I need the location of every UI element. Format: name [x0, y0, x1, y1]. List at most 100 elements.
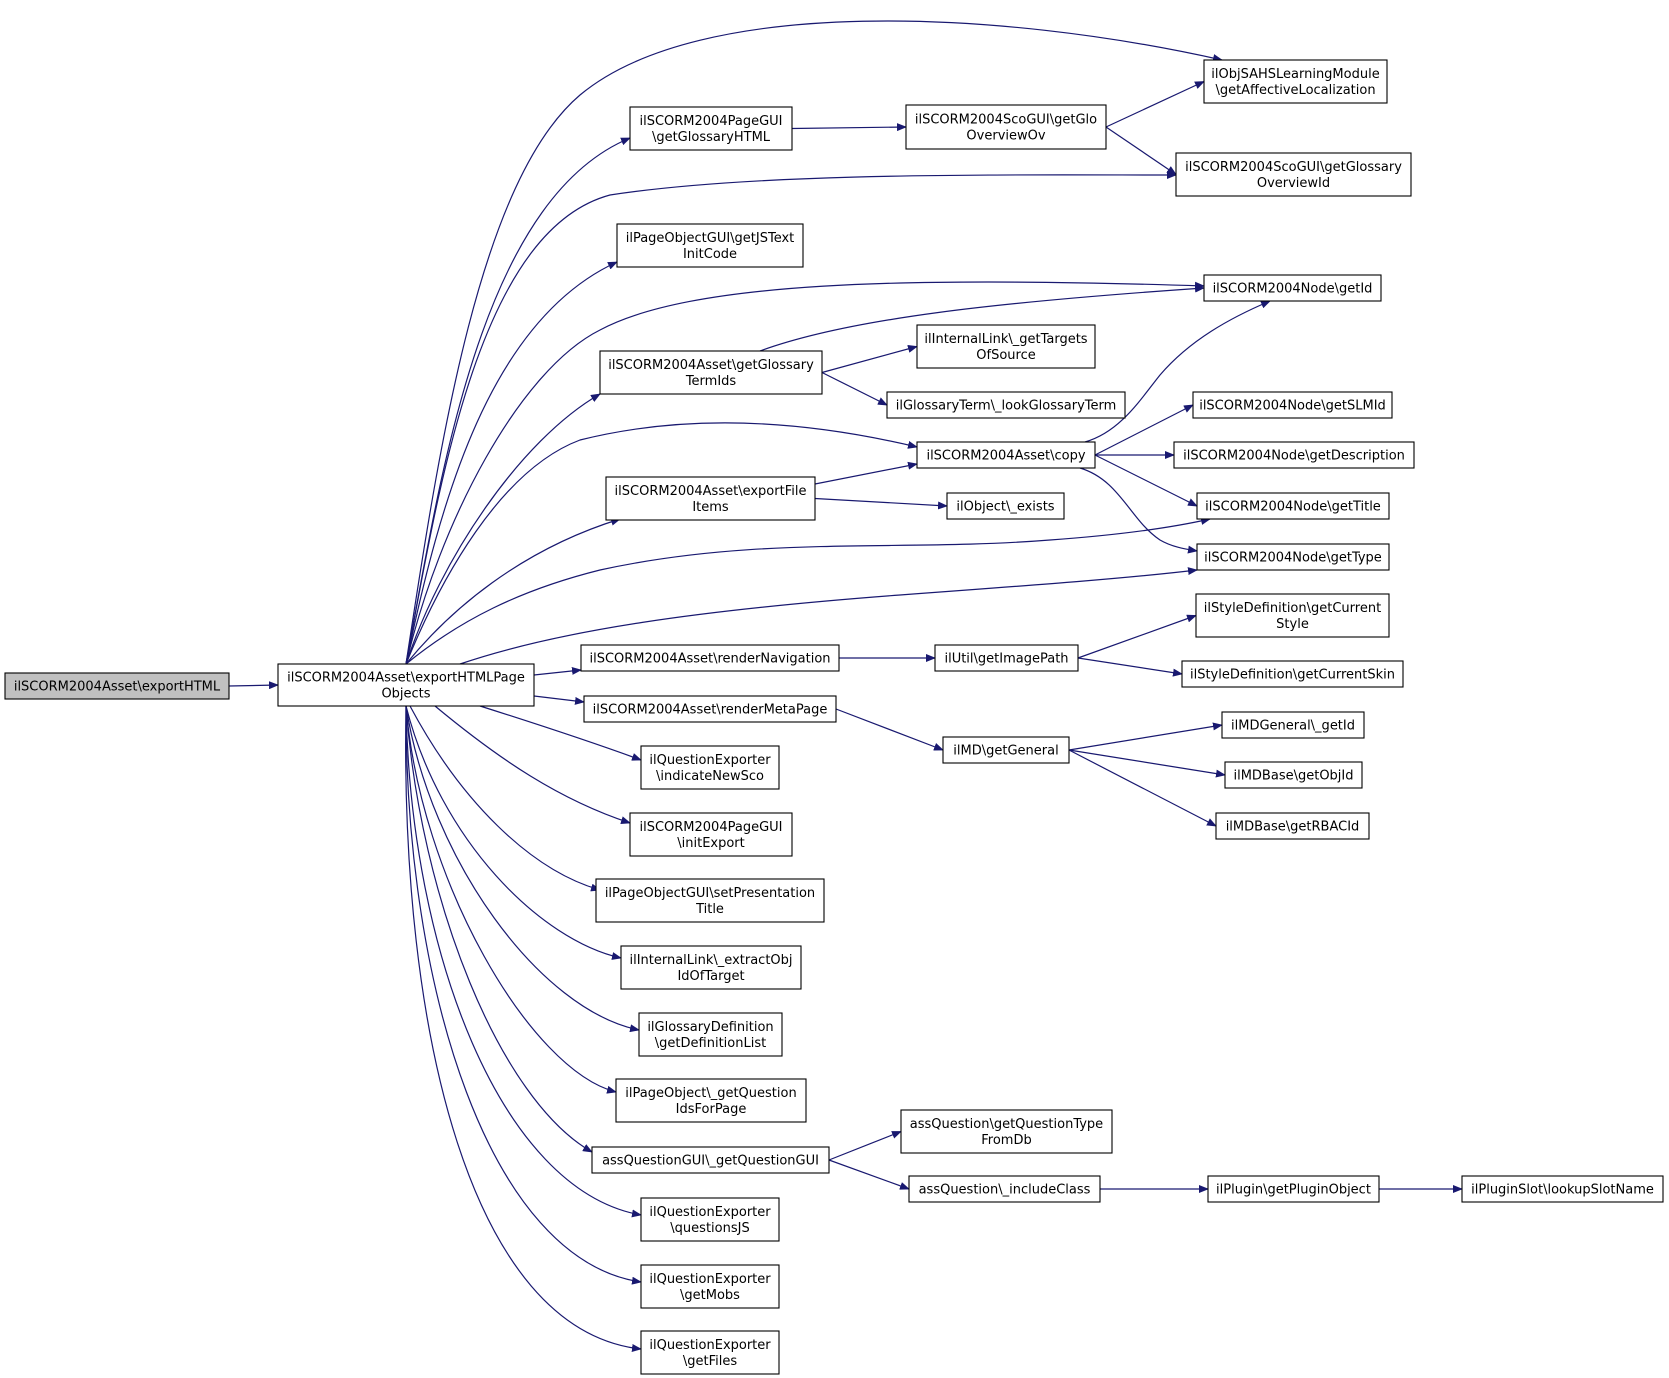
- node-renderMetaPage[interactable]: ilSCORM2004Asset\renderMetaPage: [583, 695, 837, 723]
- node-box: [605, 476, 816, 521]
- node-box: [640, 1197, 780, 1242]
- node-mdGeneralGetId[interactable]: ilMDGeneral\_getId: [1221, 711, 1365, 739]
- node-label: \indicateNewSco: [656, 769, 764, 784]
- node-label: ilSCORM2004Asset\copy: [926, 449, 1085, 464]
- node-box: [1175, 152, 1412, 197]
- node-box: [946, 492, 1065, 520]
- node-nodeGetId[interactable]: ilSCORM2004Node\getId: [1203, 274, 1382, 302]
- node-label: ilSCORM2004PageGUI: [639, 114, 782, 129]
- node-getPluginObject[interactable]: ilPlugin\getPluginObject: [1207, 1175, 1380, 1203]
- edge-exportHTMLPageObjects-to-indicateNewSco: [479, 705, 642, 761]
- node-getSLMId[interactable]: ilSCORM2004Node\getSLMId: [1192, 391, 1393, 419]
- node-box: [934, 644, 1079, 672]
- node-nodeGetTitle[interactable]: ilSCORM2004Node\getTitle: [1196, 492, 1390, 520]
- node-label: InitCode: [683, 247, 737, 262]
- node-label: ilInternalLink\_extractObj: [629, 953, 792, 968]
- node-mdGetGeneral[interactable]: ilMD\getGeneral: [942, 736, 1070, 764]
- node-exportHTML[interactable]: ilSCORM2004Asset\exportHTML: [4, 672, 230, 700]
- node-getCurrentSkin[interactable]: ilStyleDefinition\getCurrentSkin: [1181, 660, 1404, 688]
- node-getDefinitionList[interactable]: ilGlossaryDefinition\getDefinitionList: [638, 1012, 783, 1057]
- edge-exportHTMLPageObjects-to-renderNavigation: [533, 666, 582, 676]
- node-box: [1215, 812, 1370, 840]
- node-getQuestionGUI[interactable]: assQuestionGUI\_getQuestionGUI: [591, 1146, 830, 1174]
- node-getRBACId[interactable]: ilMDBase\getRBACId: [1215, 812, 1370, 840]
- node-box: [640, 745, 780, 790]
- node-renderNavigation[interactable]: ilSCORM2004Asset\renderNavigation: [580, 644, 840, 672]
- edge-exportFileItems-to-assetCopy: [814, 461, 918, 485]
- node-label: FromDb: [981, 1133, 1031, 1148]
- edge-pageGetGlossaryHTML-to-getGloOverviewOv: [791, 123, 907, 132]
- node-label: OverviewOv: [966, 129, 1045, 144]
- edge-exportHTMLPageObjects-to-setPresentationTitle: [409, 705, 601, 892]
- node-lookupSlotName[interactable]: ilPluginSlot\lookupSlotName: [1461, 1175, 1664, 1203]
- edge-mdGetGeneral-to-getObjId: [1068, 749, 1226, 778]
- node-label: ilPageObject\_getQuestion: [625, 1086, 796, 1101]
- edge-exportHTMLPageObjects-to-renderMetaPage: [533, 695, 585, 705]
- edge-getGlossaryTermIds-to-getTargetsOfSource: [821, 345, 918, 374]
- node-includeClass[interactable]: assQuestion\_includeClass: [908, 1175, 1101, 1203]
- edge-exportHTML-to-exportHTMLPageObjects: [228, 681, 279, 690]
- edge-mdGetGeneral-to-mdGeneralGetId: [1068, 722, 1223, 751]
- node-label: ilInternalLink\_getTargets: [924, 332, 1087, 347]
- node-label: ilSCORM2004Node\getSLMId: [1199, 399, 1386, 414]
- node-label: ilSCORM2004ScoGUI\getGlo: [915, 113, 1097, 128]
- node-getObjId[interactable]: ilMDBase\getObjId: [1224, 761, 1363, 789]
- node-getFiles[interactable]: ilQuestionExporter\getFiles: [640, 1330, 780, 1375]
- node-getImagePath[interactable]: ilUtil\getImagePath: [934, 644, 1079, 672]
- node-box: [900, 1109, 1113, 1154]
- node-label: ilSCORM2004Asset\renderNavigation: [589, 652, 830, 667]
- node-label: ilGlossaryDefinition: [647, 1020, 773, 1035]
- node-label: assQuestionGUI\_getQuestionGUI: [602, 1154, 819, 1169]
- node-initExport[interactable]: ilSCORM2004PageGUI\initExport: [629, 812, 793, 857]
- node-box: [1207, 1175, 1380, 1203]
- node-box: [620, 945, 802, 990]
- node-label: assQuestion\_includeClass: [919, 1183, 1091, 1198]
- node-lookGlossaryTerm[interactable]: ilGlossaryTerm\_lookGlossaryTerm: [886, 391, 1126, 419]
- node-label: \questionsJS: [670, 1221, 749, 1236]
- edge-exportFileItems-to-objectExists: [814, 497, 948, 510]
- edge-exportHTMLPageObjects-to-pageGetGlossaryHTML: [405, 137, 631, 665]
- node-box: [1221, 711, 1365, 739]
- node-pageGetGlossaryHTML[interactable]: ilSCORM2004PageGUI\getGlossaryHTML: [629, 106, 793, 151]
- node-box: [1196, 543, 1390, 571]
- node-box: [591, 1146, 830, 1174]
- node-label: ilPluginSlot\lookupSlotName: [1471, 1183, 1654, 1198]
- node-nodeGetType[interactable]: ilSCORM2004Node\getType: [1196, 543, 1390, 571]
- node-label: \initExport: [677, 836, 745, 851]
- node-assetCopy[interactable]: ilSCORM2004Asset\copy: [916, 441, 1096, 469]
- edge-assetCopy-to-getSLMId: [1094, 404, 1194, 456]
- edge-exportHTMLPageObjects-to-getQuestionIdsForPage: [405, 705, 617, 1094]
- node-label: Items: [692, 500, 729, 515]
- node-label: OfSource: [976, 348, 1035, 363]
- node-questionsJS[interactable]: ilQuestionExporter\questionsJS: [640, 1197, 780, 1242]
- node-objectExists[interactable]: ilObject\_exists: [946, 492, 1065, 520]
- node-label: Objects: [381, 687, 430, 702]
- node-indicateNewSco[interactable]: ilQuestionExporter\indicateNewSco: [640, 745, 780, 790]
- node-box: [640, 1330, 780, 1375]
- node-box: [638, 1012, 783, 1057]
- node-label: \getAffectiveLocalization: [1215, 83, 1375, 98]
- node-label: ilStyleDefinition\getCurrentSkin: [1190, 668, 1395, 683]
- edge-exportHTMLPageObjects-to-nodeGetId: [405, 281, 1205, 665]
- edge-assetCopy-to-nodeGetType: [1079, 467, 1198, 554]
- node-box: [583, 695, 837, 723]
- node-label: \getDefinitionList: [655, 1036, 766, 1051]
- node-box: [640, 1264, 780, 1309]
- node-label: ilMD\getGeneral: [953, 744, 1058, 759]
- node-label: OverviewId: [1257, 176, 1330, 191]
- node-getAffectiveLocalization[interactable]: ilObjSAHSLearningModule\getAffectiveLoca…: [1203, 59, 1388, 104]
- node-getMobs[interactable]: ilQuestionExporter\getMobs: [640, 1264, 780, 1309]
- node-getDescription[interactable]: ilSCORM2004Node\getDescription: [1173, 441, 1415, 469]
